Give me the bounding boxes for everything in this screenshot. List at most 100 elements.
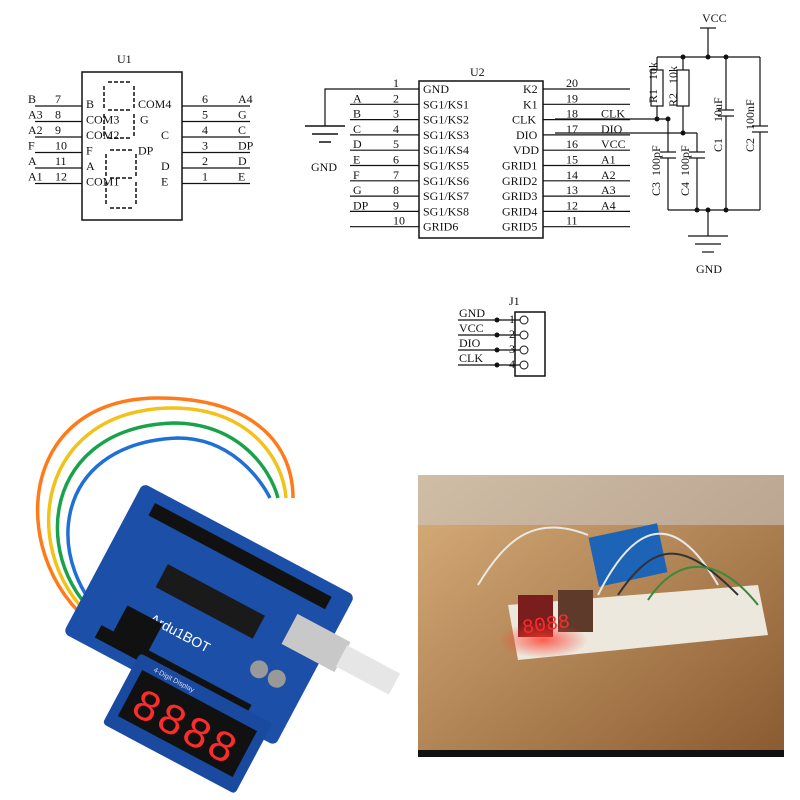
- u1-pin-num: 3: [202, 139, 208, 153]
- j1-pin-num: 3: [509, 342, 515, 356]
- u2-pin-num: 5: [393, 137, 399, 151]
- u2-pin-net: A1: [601, 153, 616, 167]
- c3-value: 100pF: [649, 145, 663, 176]
- j1-ref: J1: [509, 294, 520, 308]
- u2-pin-label: GRID2: [502, 174, 537, 188]
- c2-value: 100nF: [743, 99, 757, 130]
- j1-pin-label: GND: [459, 306, 485, 320]
- u2-pin-num: 2: [393, 91, 399, 105]
- j1-pin-label: CLK: [459, 351, 483, 365]
- u1-pin-label: COM1: [86, 175, 119, 189]
- u2-pin-label: SG1/KS7: [423, 189, 469, 203]
- r1-value: 10k: [646, 62, 660, 80]
- u2-pin-net: E: [353, 153, 360, 167]
- u2-pin-net: A3: [601, 183, 616, 197]
- u1-pin-label: COM3: [86, 113, 119, 127]
- u2-pin-net: DP: [353, 198, 369, 212]
- u2-gnd-wire: [324, 88, 387, 126]
- u2-pin-net: G: [353, 183, 362, 197]
- u2-pin-net: A: [353, 91, 362, 105]
- u2-pin-net: A2: [601, 168, 616, 182]
- u1-pin-num: 8: [55, 108, 61, 122]
- r2-ref: R2: [666, 93, 680, 107]
- u2-pin-label: CLK: [512, 113, 536, 127]
- c4-ref: C4: [678, 182, 692, 196]
- u1-pin-num: 7: [55, 92, 61, 106]
- u2-pin-num: 4: [393, 122, 399, 136]
- j1-pin-num: 4: [509, 357, 515, 371]
- u2-pin-num: 9: [393, 198, 399, 212]
- c2-ref: C2: [743, 138, 757, 152]
- u2-pin-net: B: [353, 107, 361, 121]
- u1-pin-num: 6: [202, 92, 208, 106]
- j1-pin-dot: [494, 362, 500, 368]
- u1-pin-label: D: [161, 159, 170, 173]
- u2-pin-label: K1: [523, 97, 538, 111]
- usb-cable: [281, 613, 401, 695]
- u2-gnd-label: GND: [311, 160, 337, 174]
- u1-pin-net: A2: [28, 123, 43, 137]
- u2-pin-net: C: [353, 122, 361, 136]
- u1-pin-label: C: [161, 128, 169, 142]
- u2-pin-label: GRID5: [502, 220, 537, 234]
- led-glow: [498, 622, 588, 658]
- u1-pin-num: 11: [55, 154, 67, 168]
- u2-pin-net: A4: [601, 198, 616, 212]
- u1-pin-num: 12: [55, 170, 67, 184]
- u2-pin-num: 1: [393, 76, 399, 90]
- u1-pin-net: A3: [28, 108, 43, 122]
- j1-pin-dot: [494, 332, 500, 338]
- j1-pin-label: DIO: [459, 336, 481, 350]
- r1-ref: R1: [646, 89, 660, 103]
- u1-pin-label: G: [140, 113, 149, 127]
- display-module: 4-Digit Display 8888: [103, 654, 272, 793]
- u1-pin-net: DP: [238, 139, 254, 153]
- jumper-wires: [35, 396, 295, 645]
- j1-body: [514, 311, 546, 377]
- u1-pin-net: F: [28, 139, 35, 153]
- u1-pin-num: 10: [55, 139, 67, 153]
- u2-pin-label: GRID6: [423, 220, 458, 234]
- j1-pin-num: 1: [509, 312, 515, 326]
- u1-pin-net: A: [28, 154, 37, 168]
- u1-pin-num: 2: [202, 154, 208, 168]
- u2-pin-label: GRID3: [502, 189, 537, 203]
- u1-segment-art: [103, 81, 137, 209]
- background-wall: [418, 475, 784, 525]
- u2-pin-num: 11: [566, 214, 578, 228]
- u1-pin-net: A4: [238, 92, 253, 106]
- u2-pin-num: 7: [393, 168, 399, 182]
- c1-ref: C1: [711, 138, 725, 152]
- u2-pin-label: SG1/KS6: [423, 174, 469, 188]
- u2-pin-label: SG1/KS1: [423, 97, 469, 111]
- j1-pin-socket: [519, 330, 529, 340]
- c1-value: 10uF: [711, 97, 725, 122]
- u2-pin-num: 18: [566, 107, 578, 121]
- u2-pin-label: SG1/KS5: [423, 159, 469, 173]
- u1-pin-label: E: [161, 175, 168, 189]
- j1-pin-socket: [519, 315, 529, 325]
- u1-body: [81, 71, 183, 221]
- u2-pin-label: SG1/KS4: [423, 143, 469, 157]
- u2-pin-label: VDD: [513, 143, 539, 157]
- u1-pin-label: DP: [138, 144, 154, 158]
- u2-pin-num: 8: [393, 183, 399, 197]
- u2-pin-num: 16: [566, 137, 578, 151]
- u1-pin-net: E: [238, 170, 245, 184]
- breadboard-photo: 8088: [418, 475, 784, 757]
- u2-pin-net: CLK: [601, 107, 625, 121]
- j1-pin-socket: [519, 345, 529, 355]
- u1-ref: U1: [117, 52, 132, 66]
- u2-pin-net: DIO: [601, 122, 623, 136]
- header-connector: [113, 605, 163, 651]
- u2-pin-num: 6: [393, 153, 399, 167]
- vcc-label: VCC: [702, 11, 727, 25]
- u1-pin-net: C: [238, 123, 246, 137]
- j1-pin-dot: [494, 347, 500, 353]
- u1-pin-num: 9: [55, 123, 61, 137]
- c3-ref: C3: [649, 182, 663, 196]
- u2-pin-num: 14: [566, 168, 578, 182]
- u2-pin-label: GRID1: [502, 159, 537, 173]
- gnd-label-power: GND: [696, 262, 722, 276]
